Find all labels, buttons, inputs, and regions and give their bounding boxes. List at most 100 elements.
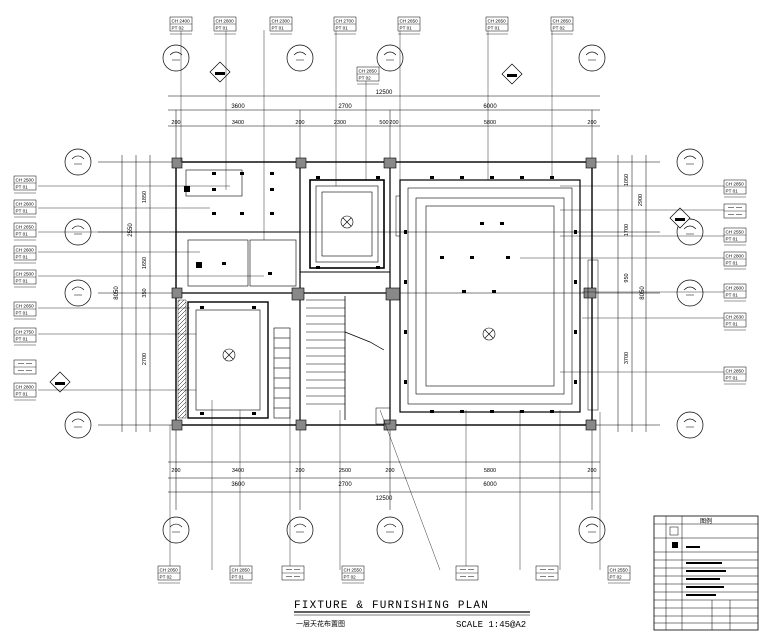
dimension-label: 2550 (128, 223, 134, 237)
legend-header: 图例 (700, 517, 712, 525)
dimension-label: 3700 (624, 352, 630, 364)
paint-code-label: PT 02 (610, 575, 623, 580)
paint-code-label: PT 01 (16, 232, 29, 237)
ceiling-height-label: CH 2800 (16, 385, 35, 390)
dimension-label: 8050 (640, 286, 646, 300)
room-ceiling-center (309, 179, 385, 269)
dimension-label: 200 (171, 468, 180, 474)
ceiling-height-label: CH 2850 (359, 69, 378, 74)
ceiling-height-label: CH 2650 (16, 304, 35, 309)
ceiling-height-label: CH 2650 (400, 19, 419, 24)
dimension-label: 3600 (231, 104, 245, 110)
dimension-label: 2700 (338, 482, 352, 488)
grid-bubble-bottom (162, 516, 190, 544)
leader-lines (38, 30, 724, 571)
grid-bubble-right (676, 218, 704, 246)
dimension-label: 8050 (114, 286, 120, 300)
grid-bubble-top (578, 44, 606, 72)
dimension-label: 2500 (339, 468, 351, 474)
dimension-label: 2300 (334, 120, 346, 126)
legend-table (653, 515, 759, 631)
grid-bubble-bottom (578, 516, 606, 544)
downlights (184, 172, 577, 415)
paint-code-label: PT 01 (726, 322, 739, 327)
ceiling-height-label: CH 2800 (726, 254, 745, 259)
paint-code-label: PT 01 (16, 311, 29, 316)
dimension-label: 12500 (376, 496, 393, 502)
dimension-label: 200 (171, 120, 180, 126)
drawing-scale: SCALE 1:45@A2 (456, 620, 526, 630)
dimension-label: 950 (624, 273, 630, 282)
dimension-label: 500 (379, 120, 388, 126)
grid-bubble-left (64, 148, 92, 176)
paint-code-label: PT 02 (172, 26, 185, 31)
blank-tag (723, 203, 747, 219)
ceiling-height-tag: CH 2650 PT 01 (13, 301, 37, 320)
blank-tag (535, 565, 559, 581)
columns (171, 157, 597, 431)
dimension-label: 6000 (483, 482, 497, 488)
ceiling-light-icon (222, 348, 236, 362)
grid-bubble-top (162, 44, 190, 72)
dimension-label: 2700 (338, 104, 352, 110)
ceiling-height-tag: CH 2050 PT 02 (157, 565, 181, 584)
blank-tag (13, 359, 37, 375)
paint-code-label: PT 02 (160, 575, 173, 580)
ceiling-height-label: CH 2600 (726, 286, 745, 291)
ceiling-height-label: CH 2050 (160, 568, 179, 573)
grid-bubble-bottom (286, 516, 314, 544)
paint-code-label: PT 02 (553, 26, 566, 31)
grid-bubble-left (64, 279, 92, 307)
dimension-label: 2700 (142, 353, 148, 365)
ceiling-height-tag: CH 2800 PT 01 (723, 251, 747, 270)
stair (306, 296, 391, 425)
room-ceiling-lower-left (177, 299, 291, 419)
ceiling-light-icon (482, 327, 496, 341)
paint-code-label: PT 01 (16, 279, 29, 284)
ceiling-height-label: CH 2500 (16, 272, 35, 277)
ceiling-height-label: CH 2550 (344, 568, 363, 573)
ceiling-height-label: CH 2600 (16, 248, 35, 253)
paint-code-label: PT 01 (16, 185, 29, 190)
ceiling-height-label: CH 2750 (16, 330, 35, 335)
paint-code-label: PT 01 (336, 26, 349, 31)
grid-bubble-right (676, 148, 704, 176)
grid-bubble-bottom (376, 516, 404, 544)
paint-code-label: PT 01 (16, 209, 29, 214)
paint-code-label: PT 02 (359, 76, 372, 81)
dimension-label: 12500 (376, 90, 393, 96)
paint-code-label: PT 01 (726, 376, 739, 381)
drawing-title: FIXTURE & FURNISHING PLAN (294, 600, 489, 612)
dimension-label: 1850 (142, 191, 148, 203)
paint-code-label: PT 01 (726, 261, 739, 266)
ceiling-height-tag: CH 2550 PT 02 (607, 565, 631, 584)
ceiling-height-label: CH 2300 (272, 19, 291, 24)
room-ceiling-right (395, 179, 599, 413)
ceiling-height-label: CH 2650 (16, 225, 35, 230)
dimension-label: 3400 (232, 468, 244, 474)
paint-code-label: PT 01 (488, 26, 501, 31)
paint-code-label: PT 01 (272, 26, 285, 31)
paint-code-label: PT 01 (16, 255, 29, 260)
grid-bubble-right (676, 411, 704, 439)
dimension-label: 200 (385, 468, 394, 474)
ceiling-height-tag: CH 2650 PT 01 (13, 222, 37, 241)
ceiling-height-label: CH 2550 (610, 568, 629, 573)
light-fixtures (222, 215, 496, 362)
dimension-label: 200 (295, 120, 304, 126)
